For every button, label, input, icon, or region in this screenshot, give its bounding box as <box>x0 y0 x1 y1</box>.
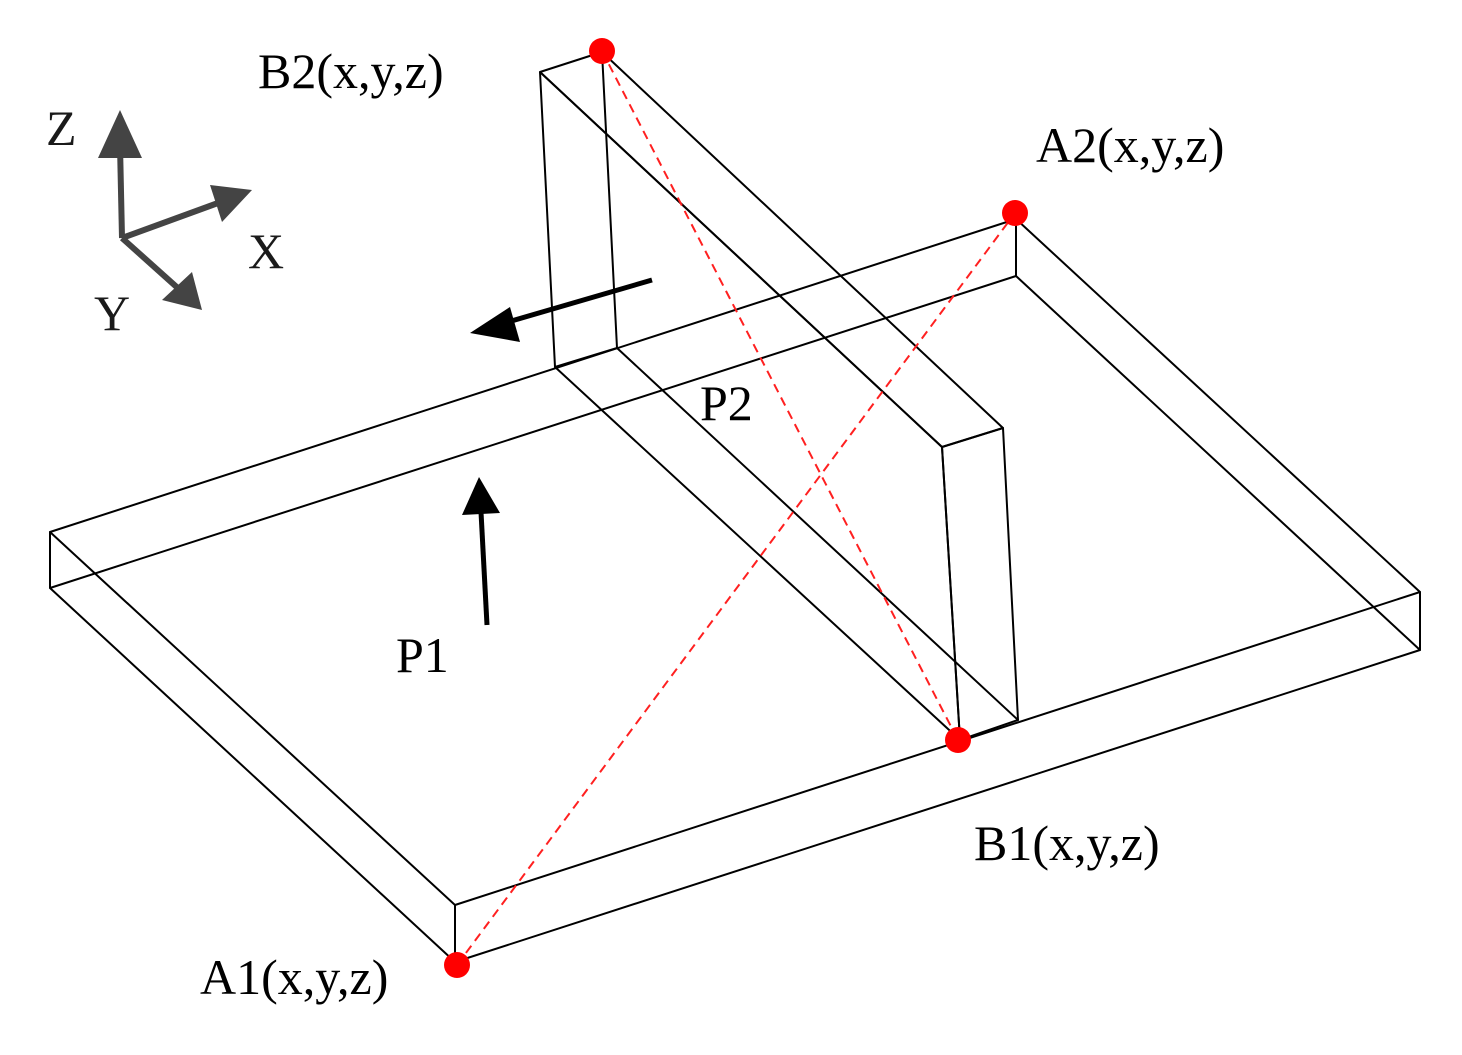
axis-label-x: X <box>248 223 284 279</box>
axis-label-y: Y <box>94 285 130 341</box>
z-axis-line <box>117 144 125 239</box>
label-p2: P2 <box>700 375 753 431</box>
vertical-plate-hidden-edge <box>601 51 1019 721</box>
p1-arrow-head-icon <box>462 477 500 515</box>
base-plate-bottom-edge <box>49 531 1421 963</box>
point-b1 <box>945 727 971 753</box>
label-b2: B2(x,y,z) <box>258 43 444 99</box>
base-plate-top-face <box>49 218 1421 906</box>
label-b1: B1(x,y,z) <box>974 815 1160 871</box>
label-a1: A1(x,y,z) <box>200 949 388 1005</box>
y-axis-arrow-icon <box>162 272 202 310</box>
base-plate-hidden-edge <box>49 275 1421 651</box>
x-axis-line <box>120 200 220 241</box>
p1-arrow-shaft <box>478 511 490 626</box>
y-axis-line <box>119 235 183 293</box>
coordinate-axes: Z X Y <box>46 100 284 341</box>
label-p1: P1 <box>396 627 449 683</box>
vertical-plate <box>539 51 1019 741</box>
point-a2 <box>1002 200 1028 226</box>
vertical-plate-end-face <box>941 427 1019 741</box>
point-a1 <box>444 952 470 978</box>
z-axis-arrow-icon <box>98 110 142 158</box>
p2-arrow-head-icon <box>470 307 520 342</box>
vertical-plate-hidden-base <box>554 347 618 368</box>
direction-arrow-p2 <box>470 277 653 342</box>
axis-label-z: Z <box>46 100 77 156</box>
x-axis-arrow-icon <box>210 185 252 222</box>
label-a2: A2(x,y,z) <box>1036 117 1224 173</box>
point-b2 <box>589 38 615 64</box>
direction-arrow-p1 <box>462 477 500 626</box>
p2-arrow-shaft <box>507 277 653 325</box>
vertical-plate-top-face <box>539 51 1004 448</box>
diagonal-b2-b1 <box>601 50 959 741</box>
diagonal-a1-a2 <box>456 212 1016 966</box>
